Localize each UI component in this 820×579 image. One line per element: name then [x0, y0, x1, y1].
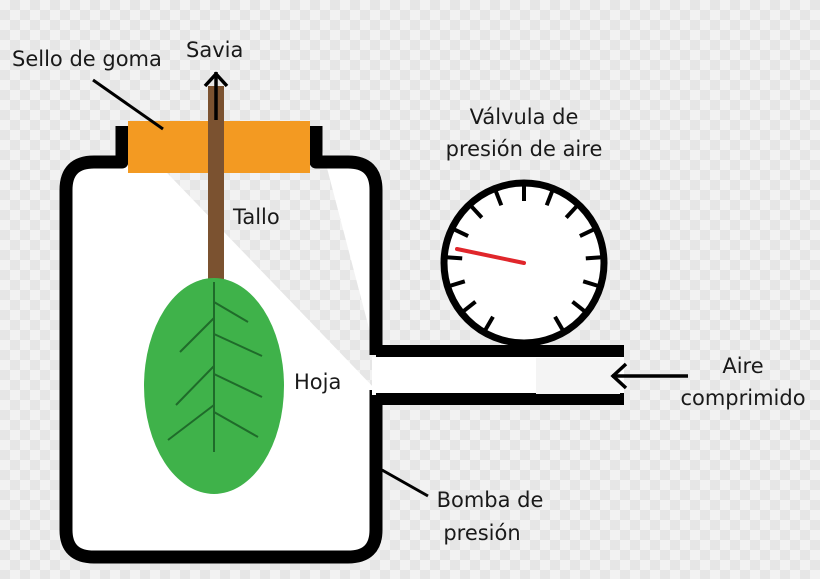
air-inlet-pipe: [372, 345, 624, 405]
sap-label: Savia: [186, 38, 243, 62]
gauge-tick: [544, 189, 555, 207]
pump-label-line1: Bomba de: [437, 488, 544, 512]
gauge-needle: [455, 247, 526, 265]
leaf-veins: [167, 282, 263, 452]
pipe-opening: [536, 358, 620, 394]
valve-label-line2: presión de aire: [446, 137, 603, 161]
stem: [208, 86, 224, 282]
compressed-air-arrow: [610, 362, 688, 390]
gauge-tick: [585, 255, 602, 261]
gauge-tick: [452, 227, 469, 238]
stem-label: Tallo: [232, 205, 280, 229]
seal-leader-line: [92, 78, 164, 131]
gauge-tick: [461, 300, 477, 314]
gauge-tick: [493, 189, 504, 207]
pressure-gauge: [440, 179, 608, 347]
gauge-tick: [564, 204, 579, 219]
pump-label-line2: presión: [443, 521, 520, 545]
gauge-tick: [582, 279, 600, 288]
pump-leader-line: [381, 468, 429, 498]
gauge-tick: [571, 300, 587, 314]
gauge-tick: [446, 255, 463, 261]
gauge-tick: [579, 227, 596, 238]
gauge-tick: [448, 279, 466, 288]
sap-arrow: [203, 71, 229, 120]
air-label-line2: comprimido: [680, 386, 805, 410]
gauge-tick: [483, 315, 495, 332]
air-label-line1: Aire: [722, 354, 763, 378]
rubber-seal-label: Sello de goma: [12, 47, 162, 71]
leaf-label: Hoja: [294, 370, 341, 394]
leaf: [144, 278, 284, 494]
gauge-ticks: [446, 185, 602, 332]
gauge-tick: [469, 204, 484, 219]
gauge-tick: [553, 315, 565, 332]
valve-label-line1: Válvula de: [470, 105, 579, 129]
